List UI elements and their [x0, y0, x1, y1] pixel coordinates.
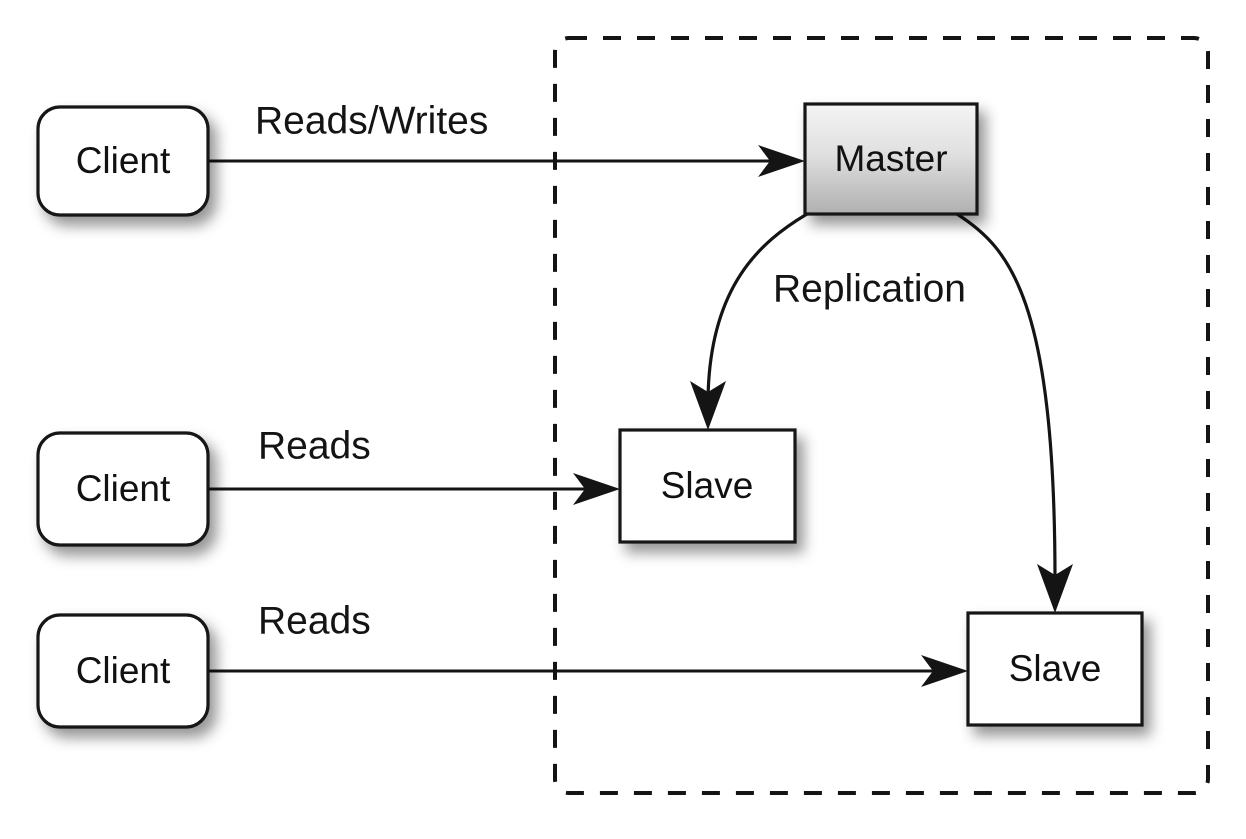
edge-master-to-slave2: [956, 212, 1073, 613]
arrow-head-icon: [690, 381, 726, 430]
client-label: Client: [76, 468, 171, 509]
node-slave-1[interactable]: Slave: [618, 428, 797, 544]
arrow-head-icon: [1037, 564, 1073, 613]
node-master[interactable]: Master: [803, 102, 979, 216]
node-slave-2[interactable]: Slave: [966, 611, 1144, 727]
edge-label-reads-1: Reads: [258, 424, 371, 467]
node-client-2[interactable]: Client: [36, 431, 210, 547]
node-client-3[interactable]: Client: [36, 613, 210, 729]
master-box[interactable]: [803, 102, 979, 216]
master-label: Master: [834, 138, 947, 179]
slave-box[interactable]: [618, 428, 797, 544]
edge-label-reads-writes: Reads/Writes: [255, 99, 488, 142]
edge-label-reads-2: Reads: [258, 599, 371, 642]
slave-box[interactable]: [966, 611, 1144, 727]
datastore-boundary: [553, 36, 1210, 795]
client-box[interactable]: [36, 431, 210, 547]
edge-curve: [706, 212, 808, 399]
slave-label: Slave: [1009, 648, 1102, 689]
client-label: Client: [76, 140, 171, 181]
client-box[interactable]: [36, 613, 210, 729]
arrow-head-icon: [758, 145, 805, 177]
arrow-head-icon: [921, 655, 968, 687]
slave-label: Slave: [661, 465, 754, 506]
client-label: Client: [76, 650, 171, 691]
edge-curve: [956, 212, 1057, 581]
edge-client1-to-master: [208, 145, 805, 177]
client-box[interactable]: [36, 105, 210, 217]
edge-client2-to-slave1: [208, 473, 620, 505]
arrow-head-icon: [573, 473, 620, 505]
node-client-1[interactable]: Client: [36, 105, 210, 217]
edge-master-to-slave1: [690, 212, 808, 430]
edge-client3-to-slave2: [208, 655, 968, 687]
edge-label-replication: Replication: [773, 267, 966, 310]
